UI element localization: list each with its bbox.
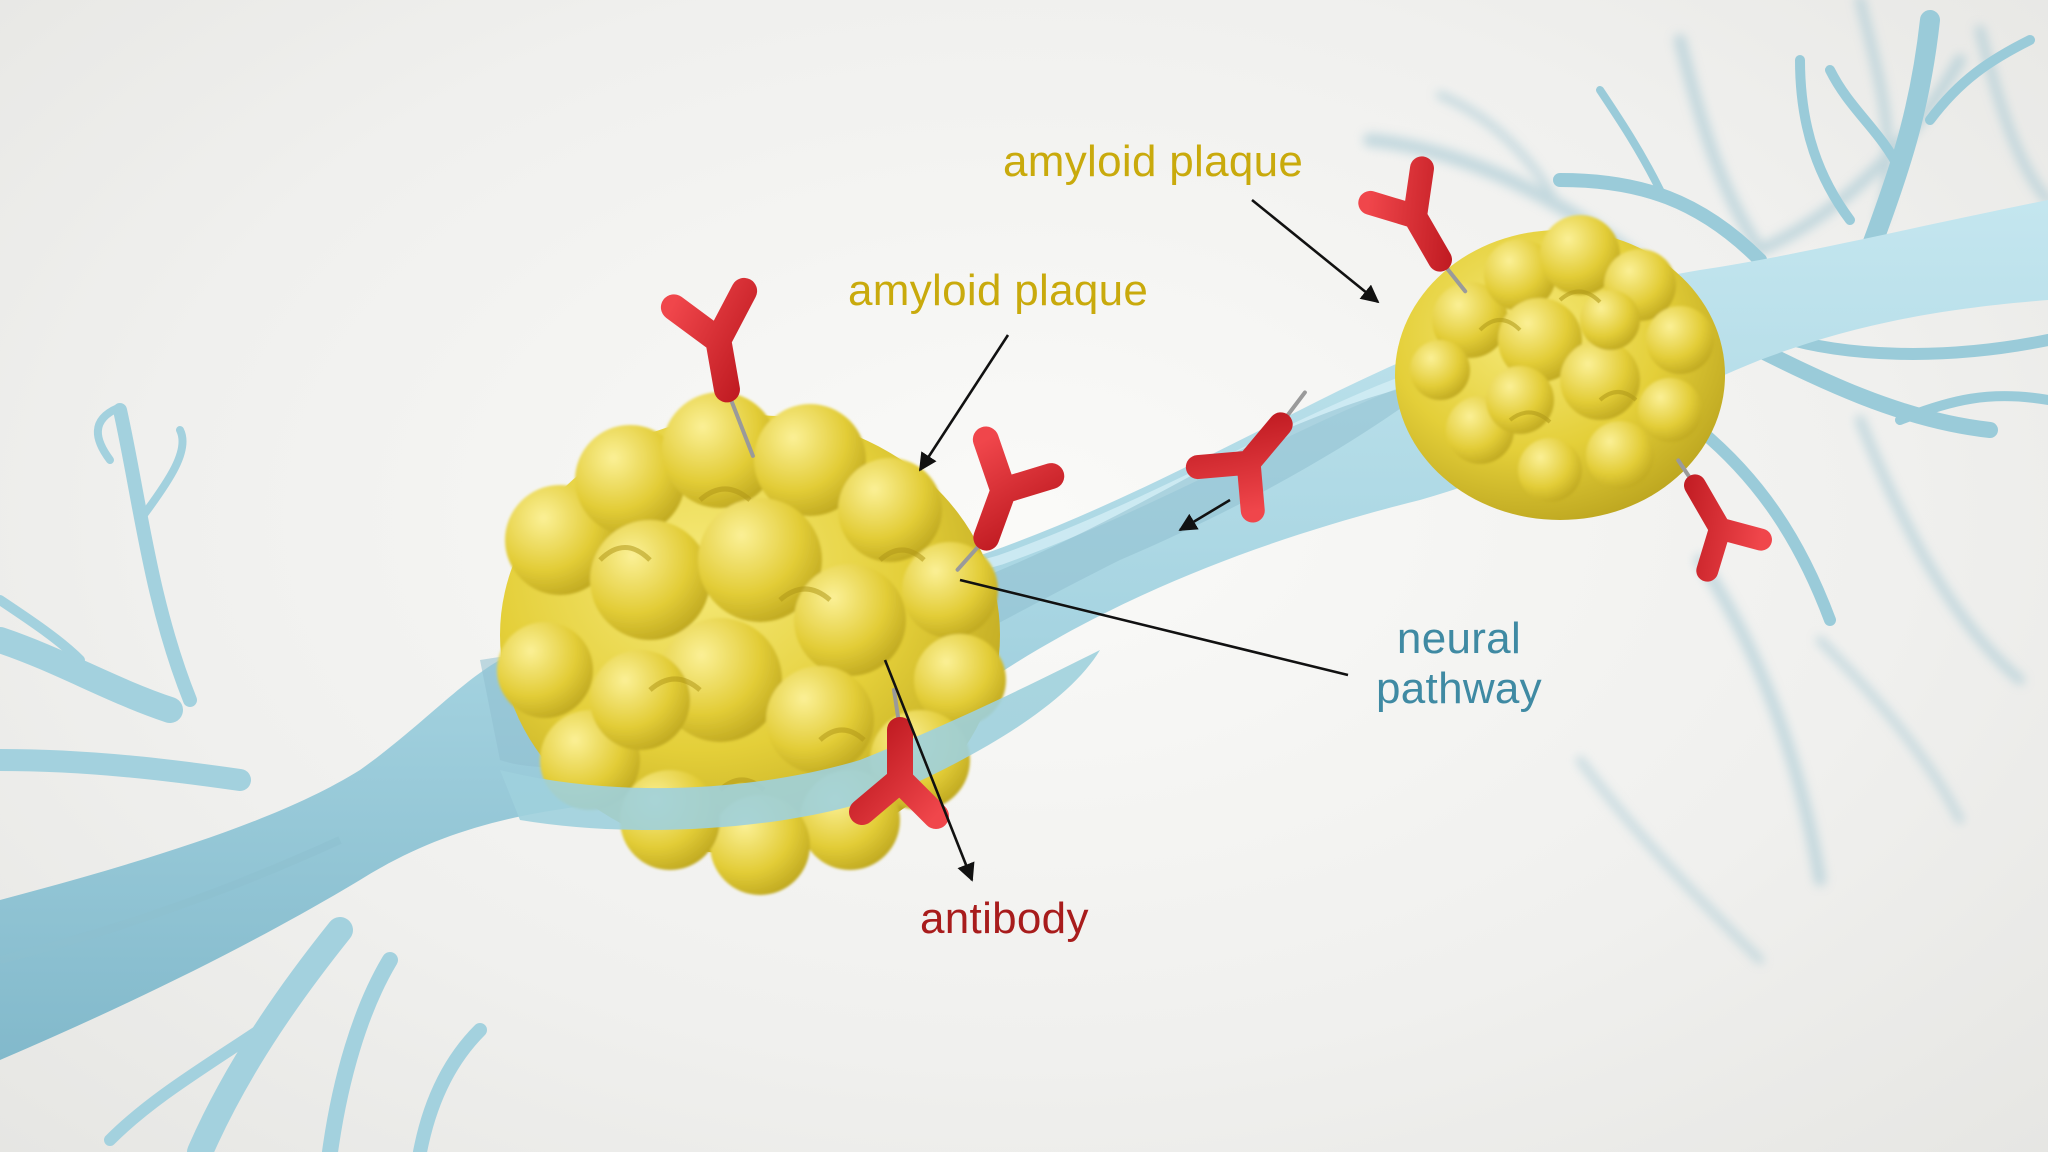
arrow-plaque-left [918,334,1010,472]
antibodies [660,156,1772,829]
label-neural-pathway: neural pathway [1376,614,1542,714]
antibody-3 [849,688,949,829]
leader-lines [883,198,1380,882]
amyloid-plaque-right [1395,215,1725,520]
antibody-2 [955,426,1065,572]
amyloid-plaque-left [497,392,1006,895]
arrow-antibody [883,659,975,882]
antibody-6 [1676,458,1772,582]
dendrites-right [1553,10,2048,626]
antibody-4 [1185,390,1307,523]
background-dendrites [1363,0,2048,964]
arrow-neural-pathway [1178,498,1231,532]
axon-overlap [500,650,1100,830]
antibody-5 [1358,156,1468,294]
line-neural-pathway [959,578,1349,677]
antibody-1 [660,277,758,458]
label-antibody: antibody [920,894,1089,943]
label-neural-line2: pathway [1376,664,1542,713]
label-amyloid-plaque-right: amyloid plaque [1003,137,1304,186]
label-amyloid-plaque-left: amyloid plaque [848,266,1149,315]
label-neural-line1: neural [1396,614,1522,663]
arrow-plaque-right [1251,198,1380,304]
